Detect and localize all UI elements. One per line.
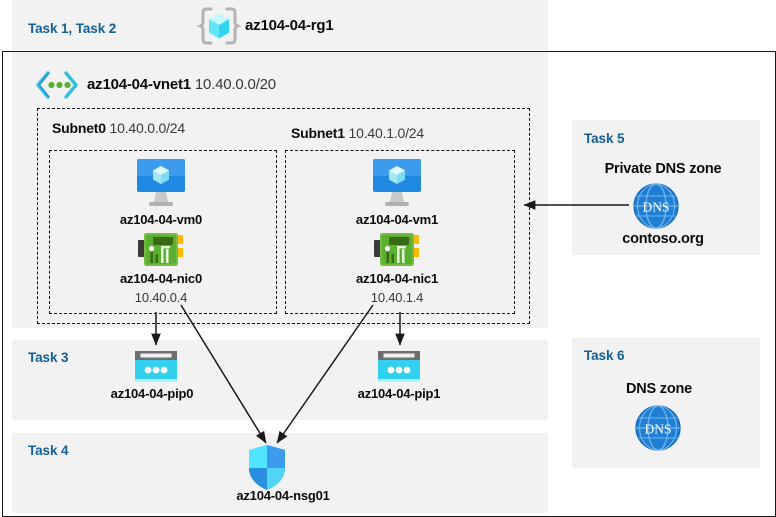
pip1-name: az104-04-pip1 <box>357 386 441 401</box>
resource-group-name: az104-04-rg1 <box>245 17 334 34</box>
virtual-network-panel <box>12 52 548 328</box>
task3-panel <box>12 340 548 420</box>
subnet1-cidr: 10.40.1.0/24 <box>348 125 425 141</box>
private-dns-zone-title: Private DNS zone <box>604 161 722 177</box>
subnet0-border <box>49 150 277 314</box>
subnet1-title: Subnet1 10.40.1.0/24 <box>291 125 424 141</box>
subnet0-name: Subnet0 <box>52 120 106 136</box>
task-label-4: Task 4 <box>28 443 69 458</box>
network-interface-icon <box>372 231 422 269</box>
network-security-group-icon <box>246 444 288 492</box>
subnet0-cidr: 10.40.0.0/24 <box>109 120 186 136</box>
dns-zone-icon: DNS <box>632 182 680 230</box>
pip0-name: az104-04-pip0 <box>110 386 194 401</box>
virtual-network-title: az104-04-vnet1 10.40.0.0/20 <box>87 76 276 93</box>
nsg-name: az104-04-nsg01 <box>236 488 330 503</box>
dns-icon-text: DNS <box>644 422 671 437</box>
vm1-name: az104-04-vm1 <box>355 212 439 227</box>
dns-zone-title: DNS zone <box>625 381 693 397</box>
task-label-1-2: Task 1, Task 2 <box>28 21 117 36</box>
subnet1-name: Subnet1 <box>291 125 345 141</box>
virtual-network-name: az104-04-vnet1 <box>87 76 191 93</box>
resource-group-header-panel <box>12 0 548 50</box>
private-dns-zone-name: contoso.org <box>622 231 704 247</box>
vm0-name: az104-04-vm0 <box>119 212 203 227</box>
virtual-network-cidr: 10.40.0.0/20 <box>194 76 276 93</box>
public-ip-address-icon <box>132 348 180 384</box>
task-label-6: Task 6 <box>584 348 625 363</box>
virtual-machine-icon <box>127 157 195 209</box>
nic0-ip: 10.40.0.4 <box>134 290 188 305</box>
virtual-network-icon <box>34 70 80 100</box>
public-ip-address-icon <box>375 348 423 384</box>
virtual-machine-icon <box>363 157 431 209</box>
network-interface-icon <box>136 231 186 269</box>
nic1-ip: 10.40.1.4 <box>370 290 424 305</box>
task-label-5: Task 5 <box>584 131 625 146</box>
task-label-3: Task 3 <box>28 350 69 365</box>
resource-group-icon <box>196 6 242 46</box>
nic0-name: az104-04-nic0 <box>120 271 202 286</box>
nic1-name: az104-04-nic1 <box>356 271 438 286</box>
dns-zone-icon: DNS <box>634 404 682 452</box>
subnet0-title: Subnet0 10.40.0.0/24 <box>52 120 185 136</box>
dns-icon-text: DNS <box>642 200 669 215</box>
